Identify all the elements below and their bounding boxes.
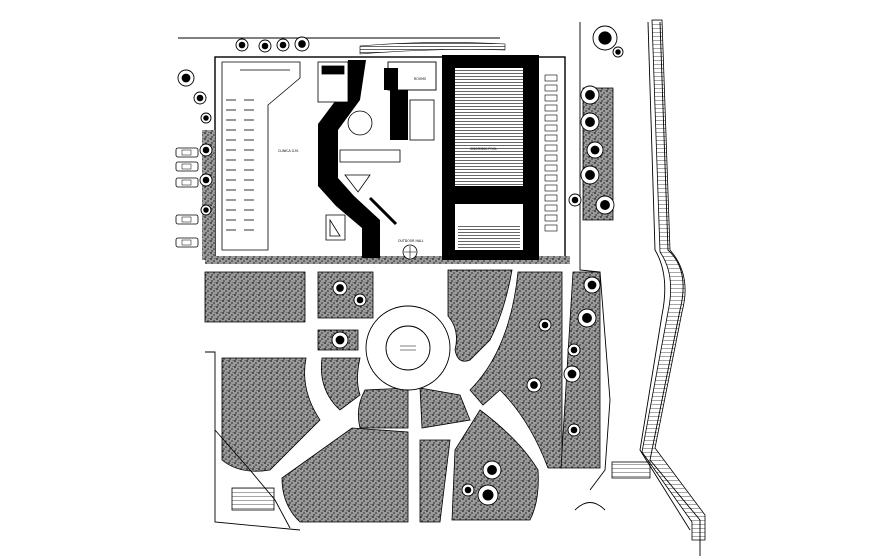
north-fence-hatch xyxy=(359,42,506,55)
rooms-shaft xyxy=(390,90,408,140)
plot-w-large xyxy=(221,357,321,472)
tree-icon xyxy=(567,423,581,437)
tree-icon xyxy=(482,460,502,480)
plot-nw xyxy=(204,271,306,323)
rooms-block-core xyxy=(384,68,398,90)
boundary-hedge xyxy=(205,256,570,264)
trees xyxy=(177,25,624,506)
stairs-e xyxy=(611,461,651,479)
tree-icon xyxy=(538,318,552,332)
tree-icon xyxy=(461,483,475,497)
car-icon xyxy=(175,147,199,158)
car-icon xyxy=(175,237,199,248)
tree-icon xyxy=(568,193,582,207)
tree-icon xyxy=(258,39,272,53)
tree-icon xyxy=(199,173,213,187)
label-rooms: ROOMS xyxy=(414,77,426,81)
tree-icon xyxy=(177,69,195,87)
tree-icon xyxy=(583,276,601,294)
tree-icon xyxy=(580,165,600,185)
main-corridor xyxy=(318,60,380,258)
tree-icon xyxy=(526,377,542,393)
stairs-sw xyxy=(231,487,275,511)
parked-cars xyxy=(175,147,199,248)
pool-building xyxy=(442,55,539,260)
tree-icon xyxy=(586,141,604,159)
parking-area xyxy=(221,61,301,251)
tree-icon xyxy=(567,343,581,357)
plot-c1 xyxy=(357,387,409,429)
east-parking-bays xyxy=(544,74,558,232)
tree-icon xyxy=(200,204,212,216)
car-icon xyxy=(175,161,199,172)
car-icon xyxy=(175,214,199,225)
tree-icon xyxy=(294,36,310,52)
tree-icon xyxy=(580,112,600,132)
tree-icon xyxy=(477,484,499,506)
central-roundabout xyxy=(365,305,451,391)
label-pool: SWIMMING POOL xyxy=(470,147,497,151)
tree-icon xyxy=(276,38,290,52)
tree-icon xyxy=(353,293,367,307)
tree-icon xyxy=(595,195,615,215)
plot-n-center xyxy=(317,271,374,319)
tree-icon xyxy=(235,38,249,52)
tree-icon xyxy=(193,91,207,105)
tree-icon xyxy=(612,46,624,58)
tree-icon xyxy=(200,112,212,124)
plot-e-curve xyxy=(469,271,563,469)
tree-icon xyxy=(592,25,618,51)
tree-icon xyxy=(332,280,348,296)
plot-s-center xyxy=(419,439,451,523)
label-outdoor-hall: OUTDOOR HALL xyxy=(398,239,424,243)
central-hall xyxy=(317,61,418,260)
plot-w-center xyxy=(321,357,361,411)
plot-ne xyxy=(447,269,513,362)
tree-icon xyxy=(199,143,213,157)
east-ramp xyxy=(641,19,706,541)
car-icon xyxy=(175,177,199,188)
building-complex: CLINICA G.M. OUTDOOR HALL SWIMMING POOL … xyxy=(178,37,570,264)
rooms-wing xyxy=(409,99,435,141)
tree-icon xyxy=(577,308,597,328)
label-clinic: CLINICA G.M. xyxy=(278,149,299,153)
tree-icon xyxy=(580,85,600,105)
plot-sw xyxy=(281,427,409,523)
west-hedge xyxy=(202,130,215,260)
plot-c2 xyxy=(419,387,471,429)
tree-icon xyxy=(331,331,349,349)
tree-icon xyxy=(563,365,581,383)
